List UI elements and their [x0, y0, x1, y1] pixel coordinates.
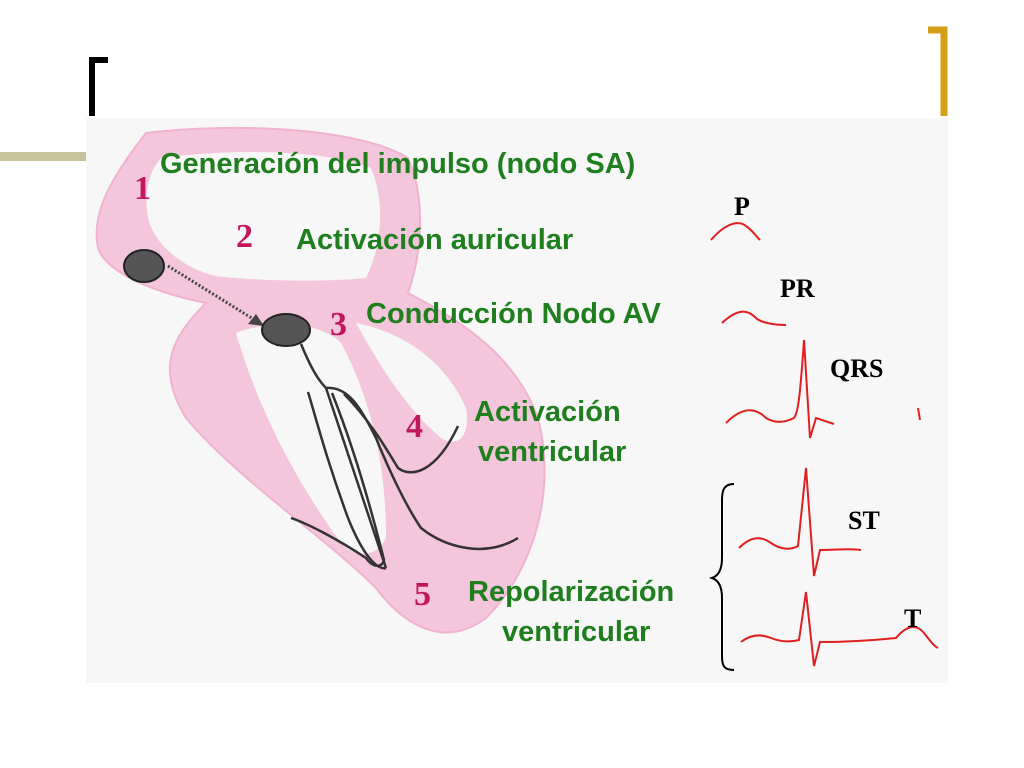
av-node	[261, 313, 311, 347]
cardiac-conduction-diagram: 1 2 3 4 5 Generación del impulso (nodo S…	[86, 118, 948, 683]
heart-chambers	[146, 152, 467, 554]
wave-label-qrs: QRS	[830, 354, 884, 383]
step-label-5-line1: Repolarización	[468, 576, 675, 608]
conduction-arrow	[167, 264, 264, 326]
wave-label-p: P	[734, 192, 750, 221]
right-corner-bracket	[928, 26, 948, 116]
step-label-4-line1: Activación	[474, 396, 621, 428]
ecg-marker	[917, 407, 921, 421]
step-number-2: 2	[236, 218, 253, 255]
sa-node	[123, 249, 165, 283]
repolarization-brace	[708, 483, 735, 671]
ecg-qrs-complex	[725, 339, 835, 439]
diagram-graphics	[95, 126, 939, 671]
ecg-p-wave	[710, 222, 761, 241]
wave-label-st: ST	[848, 506, 880, 535]
step-label-4-line2: ventricular	[478, 436, 627, 468]
left-accent-line	[0, 152, 90, 161]
left-corner-bracket	[89, 57, 108, 116]
step-number-1: 1	[134, 170, 151, 207]
ecg-traces	[710, 222, 939, 667]
step-number-3: 3	[330, 306, 347, 343]
step-label-1: Generación del impulso (nodo SA)	[160, 148, 636, 180]
step-label-2: Activación auricular	[296, 224, 574, 256]
wave-label-t: T	[904, 604, 922, 633]
wave-label-pr: PR	[780, 274, 815, 303]
step-label-5-line2: ventricular	[502, 616, 651, 648]
step-label-3: Conducción Nodo AV	[366, 298, 661, 330]
ecg-t-wave	[740, 591, 939, 667]
his-purkinje-fibers	[290, 343, 519, 570]
ecg-pr-segment	[721, 310, 787, 326]
ecg-st-complex	[738, 467, 862, 577]
step-number-5: 5	[414, 576, 431, 613]
step-number-4: 4	[406, 408, 423, 445]
